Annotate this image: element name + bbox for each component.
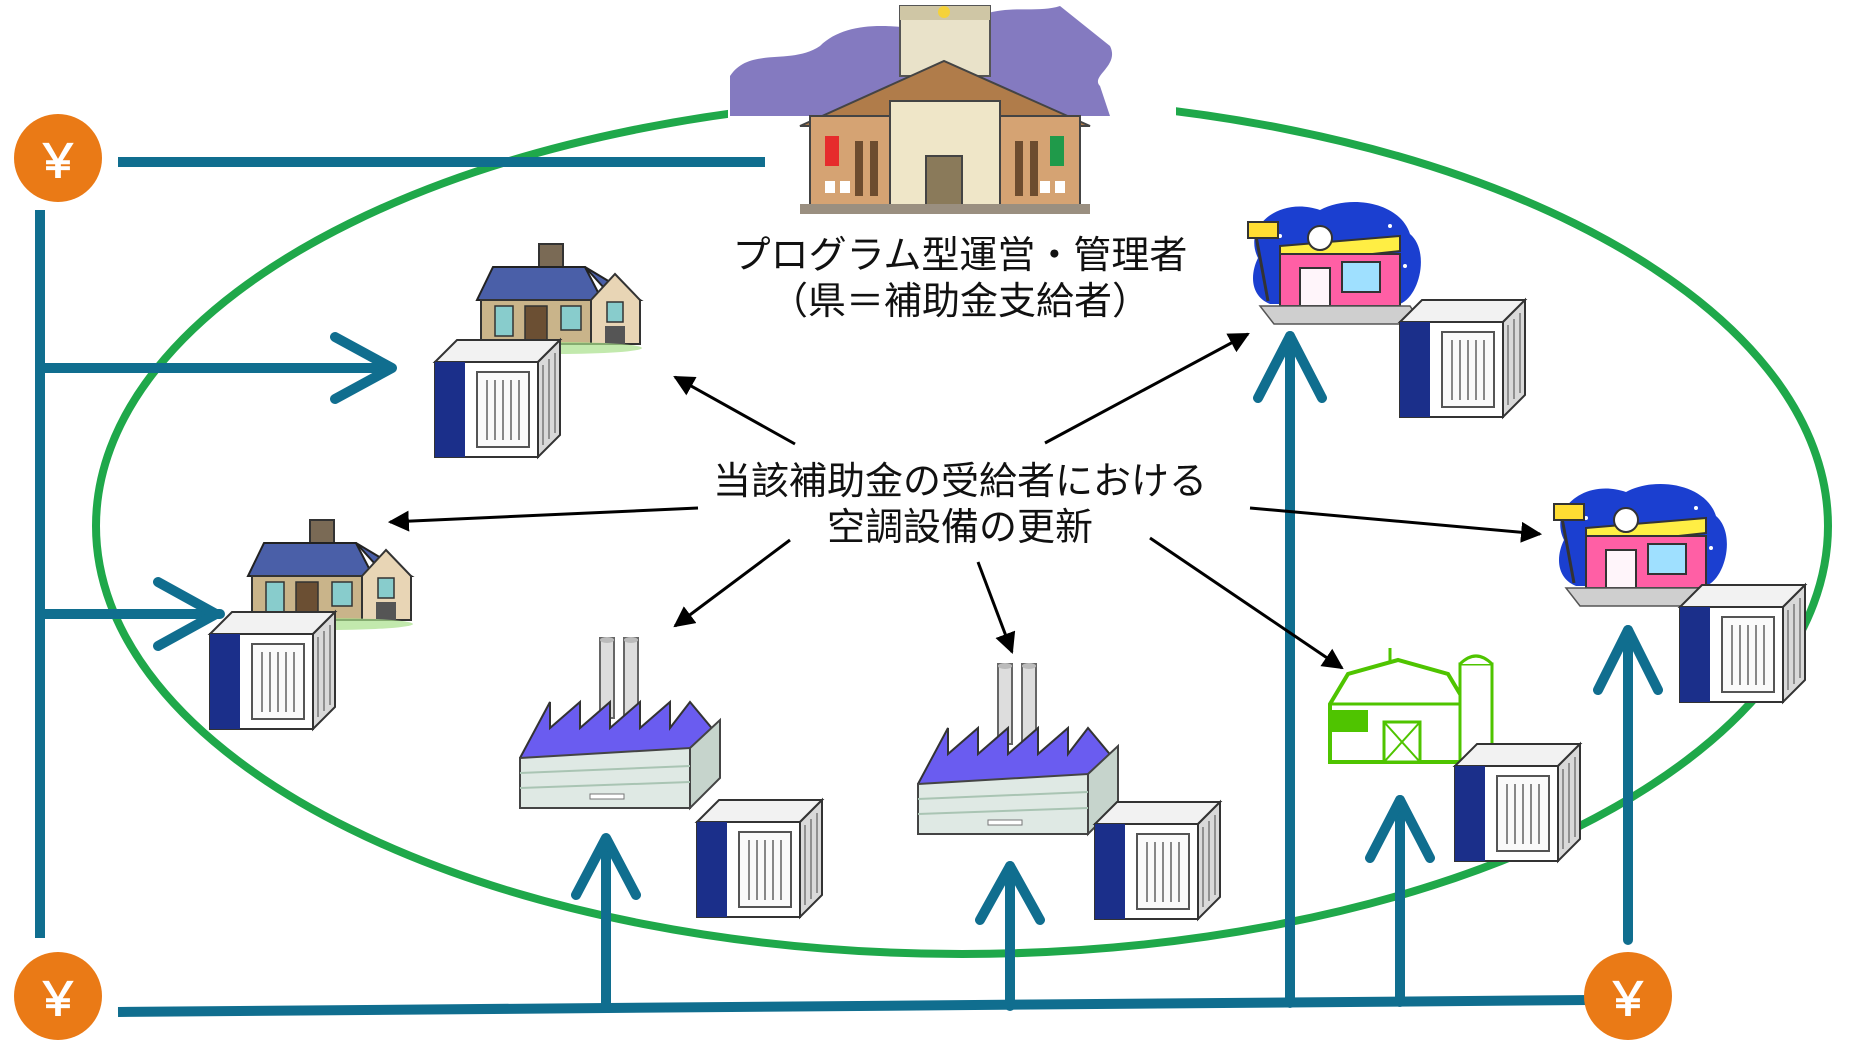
pointer-factory-right	[976, 561, 1016, 654]
air-conditioner-icon	[1454, 743, 1581, 862]
yen-badge-top-left: ￥	[14, 114, 102, 202]
pointer-house-upper	[673, 375, 796, 446]
funding-arrow-barn	[1365, 795, 1435, 1007]
recipient-update-label: 当該補助金の受給者における 空調設備の更新	[660, 458, 1260, 551]
program-admin-line1: プログラム型運営・管理者	[732, 233, 1188, 277]
program-admin-line2: （県＝補助金支給者）	[769, 279, 1150, 324]
recipient-update-line1: 当該補助金の受給者における	[712, 459, 1207, 503]
funding-arrow-house-upper	[35, 332, 397, 404]
factory-icon	[917, 662, 1119, 835]
air-conditioner-icon	[1679, 584, 1806, 703]
house-icon	[471, 243, 643, 355]
air-conditioner-icon	[696, 799, 823, 918]
factory-icon	[519, 636, 721, 809]
shop-icon	[1246, 200, 1424, 326]
funding-arrow-factory-right	[975, 861, 1045, 1011]
yen-badge-bottom-left: ￥	[14, 952, 102, 1040]
pointer-shop-upper	[1044, 332, 1250, 445]
pointer-barn	[1149, 536, 1344, 670]
pointer-shop-lower	[1249, 506, 1543, 543]
recipient-arrows	[387, 332, 1543, 670]
funding-arrow-shop-lower	[1593, 625, 1663, 945]
funding-arrows	[35, 331, 1663, 1013]
program-admin-label: プログラム型運営・管理者 （県＝補助金支給者）	[700, 232, 1220, 325]
air-conditioner-icon	[1094, 801, 1221, 920]
pointer-house-lower	[387, 506, 699, 532]
barn-icon	[1328, 646, 1494, 764]
government-building-icon	[729, 5, 1114, 215]
funding-lines	[35, 157, 1591, 1017]
air-conditioner-icon	[1399, 299, 1526, 418]
funding-arrow-factory-left	[571, 833, 641, 1013]
yen-badge-bottom-right: ￥	[1584, 952, 1672, 1040]
recipient-update-line2: 空調設備の更新	[826, 505, 1093, 550]
bottom-trunk-line	[117, 995, 1591, 1017]
air-conditioner-icon	[434, 339, 561, 458]
funding-arrow-house-lower	[35, 577, 225, 651]
funding-arrow-shop-upper	[1253, 331, 1327, 1008]
air-conditioner-icon	[209, 611, 336, 730]
pointer-factory-left	[673, 538, 791, 628]
